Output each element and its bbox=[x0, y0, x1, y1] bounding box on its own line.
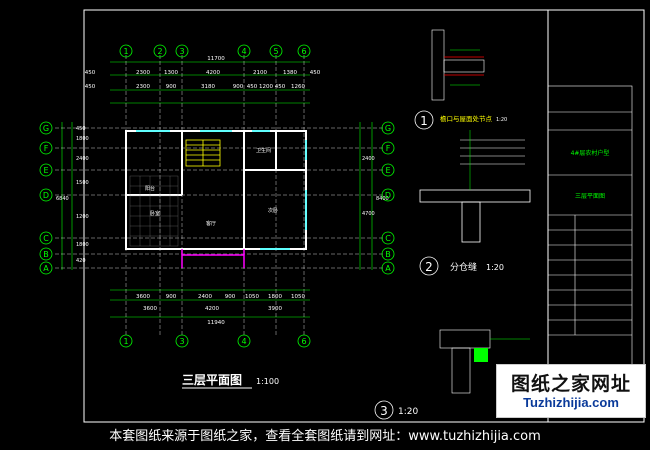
dim-text: 2100 bbox=[253, 70, 267, 76]
dim-text: 3600 bbox=[143, 306, 157, 312]
dim-text: 450 bbox=[310, 70, 321, 76]
dim-text: 2400 bbox=[198, 294, 212, 300]
plan-title: 三层平面图 bbox=[182, 373, 242, 387]
axis-label: 3 bbox=[179, 337, 184, 346]
dim-text: 1050 bbox=[291, 294, 305, 300]
detail-1: 1 檐口与屋面处节点 1:20 bbox=[414, 29, 507, 130]
axis-label: F bbox=[44, 144, 49, 153]
axis-label: E bbox=[385, 166, 390, 175]
axis-label: 4 bbox=[241, 47, 246, 56]
axis-label: D bbox=[385, 191, 391, 200]
title-block bbox=[547, 85, 633, 415]
room-label: 次卧 bbox=[268, 207, 278, 214]
axis-label: F bbox=[386, 144, 391, 153]
detail-number: 3 bbox=[380, 404, 388, 418]
axis-label: B bbox=[43, 250, 49, 259]
dim-text: 900 bbox=[233, 84, 244, 90]
detail-title: 檐口与屋面处节点 bbox=[440, 114, 493, 123]
axis-label: 3 bbox=[179, 47, 184, 56]
axis-label: A bbox=[385, 264, 391, 273]
dim-text: 1800 bbox=[76, 242, 89, 248]
axis-label: A bbox=[43, 264, 49, 273]
axis-label: 6 bbox=[301, 47, 306, 56]
axis-label: B bbox=[385, 250, 391, 259]
axis-label: G bbox=[43, 124, 49, 133]
axis-label: C bbox=[385, 234, 391, 243]
dim-text: 11700 bbox=[207, 56, 225, 62]
dim-text: 1200 bbox=[259, 84, 273, 90]
detail-number: 1 bbox=[420, 114, 428, 128]
axis-label: 5 bbox=[273, 47, 278, 56]
dim-text: 420 bbox=[76, 258, 86, 264]
detail-scale: 1:20 bbox=[486, 263, 504, 272]
dim-text: 450 bbox=[247, 84, 258, 90]
dim-text: 1050 bbox=[245, 294, 259, 300]
axis-label: G bbox=[385, 124, 391, 133]
room-label: 阳台 bbox=[145, 185, 155, 192]
axis-label: 2 bbox=[157, 47, 162, 56]
detail-3: 3 1:20 bbox=[374, 329, 530, 420]
dim-text: 4200 bbox=[206, 70, 220, 76]
dim-text: 3900 bbox=[268, 306, 282, 312]
axis-label: 1 bbox=[123, 337, 128, 346]
detail-scale: 1:20 bbox=[496, 117, 507, 123]
titleblock-sheet: 三层平面图 bbox=[575, 193, 605, 200]
dim-text: 900 bbox=[225, 294, 236, 300]
drawing-frame bbox=[83, 9, 645, 423]
watermark-url: Tuzhizhijia.com bbox=[523, 395, 619, 410]
axis-label: C bbox=[43, 234, 49, 243]
dim-text: 3180 bbox=[201, 84, 215, 90]
room-label: 客厅 bbox=[206, 220, 216, 227]
dim-text: 900 bbox=[166, 84, 177, 90]
dim-text: 2400 bbox=[362, 156, 375, 162]
axis-label: E bbox=[43, 166, 48, 175]
dim-text: 450 bbox=[85, 70, 96, 76]
watermark-title: 图纸之家网址 bbox=[510, 373, 631, 395]
plan-scale: 1:100 bbox=[256, 377, 279, 386]
dim-text: 1380 bbox=[283, 70, 297, 76]
dim-text: 450 bbox=[275, 84, 286, 90]
dim-text: 1500 bbox=[76, 180, 89, 186]
watermark-badge: 图纸之家网址 Tuzhizhijia.com bbox=[496, 364, 646, 418]
dim-text: 4700 bbox=[362, 211, 375, 217]
dim-text: 11940 bbox=[207, 320, 225, 326]
dim-text: 2300 bbox=[136, 70, 150, 76]
dim-text: 1300 bbox=[164, 70, 178, 76]
dim-text: 450 bbox=[85, 84, 96, 90]
detail-2: 2 分仓缝 1:20 bbox=[419, 130, 531, 276]
floor-plan: 卧室 客厅 次卧 阳台 卫生间 11700 450 2300 1300 4200… bbox=[39, 44, 395, 389]
dim-text: 1800 bbox=[268, 294, 282, 300]
titleblock-project: 4#层农村户型 bbox=[571, 149, 610, 157]
dim-text: 450 bbox=[76, 126, 86, 132]
axis-label: D bbox=[43, 191, 49, 200]
axis-label: 6 bbox=[301, 337, 306, 346]
detail-number: 2 bbox=[425, 260, 433, 274]
dim-text: 1800 bbox=[76, 136, 89, 142]
axis-label: 4 bbox=[241, 337, 246, 346]
dim-text: 2300 bbox=[136, 84, 150, 90]
dim-text: 4200 bbox=[205, 306, 219, 312]
dim-text: 1260 bbox=[291, 84, 305, 90]
dim-text: 900 bbox=[166, 294, 177, 300]
dim-text: 3600 bbox=[136, 294, 150, 300]
room-label: 卫生间 bbox=[256, 147, 271, 154]
dim-text: 1200 bbox=[76, 214, 89, 220]
dim-text: 2400 bbox=[76, 156, 89, 162]
detail-title: 分仓缝 bbox=[450, 261, 477, 273]
dim-text: 8400 bbox=[376, 196, 389, 202]
room-label: 卧室 bbox=[150, 210, 160, 217]
dim-text: 6840 bbox=[56, 196, 69, 202]
detail-scale: 1:20 bbox=[398, 407, 418, 417]
footer-caption: 本套图纸来源于图纸之家，查看全套图纸请到网址：www.tuzhizhijia.c… bbox=[0, 424, 650, 450]
axis-label: 1 bbox=[123, 47, 128, 56]
